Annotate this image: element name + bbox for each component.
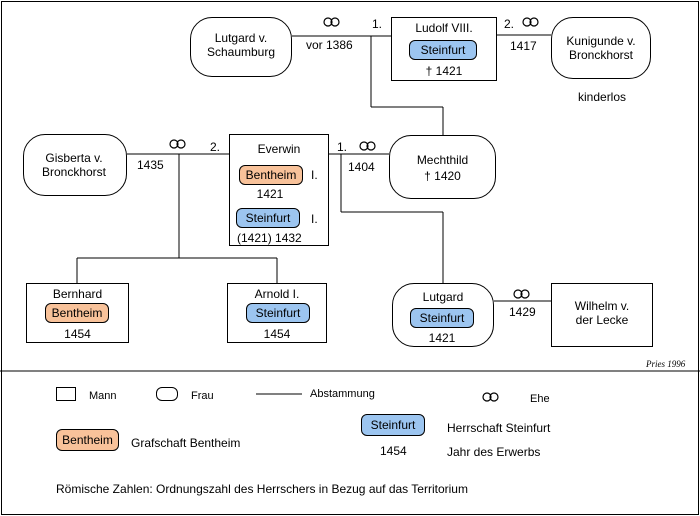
author-credit: Pries 1996 xyxy=(646,359,686,369)
marriage-year: 1404 xyxy=(348,160,375,174)
legend-mann-label: Mann xyxy=(89,390,117,402)
territory-badge-steinfurt: Steinfurt xyxy=(409,40,477,60)
acquisition-year: (1421) 1432 xyxy=(237,231,302,245)
marriage-number: 1. xyxy=(372,17,383,31)
legend-roman-note: Römische Zahlen: Ordnungszahl des Herrsc… xyxy=(56,482,468,496)
territory-badge-bentheim: Bentheim xyxy=(239,165,303,185)
legend-steinfurt-label: Herrschaft Steinfurt xyxy=(447,421,551,435)
person-name: Wilhelm v. der Lecke xyxy=(574,299,630,327)
person-ludolf: Ludolf VIII. Steinfurt † 1421 xyxy=(391,17,497,81)
person-name: Lutgard xyxy=(422,290,464,304)
legend-ehe-label: Ehe xyxy=(530,393,550,405)
person-wilhelm: Wilhelm v. der Lecke xyxy=(551,283,653,347)
person-bernhard: Bernhard Bentheim 1454 xyxy=(26,283,129,343)
legend-steinfurt-badge: Steinfurt xyxy=(361,414,425,436)
legend-male-box xyxy=(56,387,76,401)
marriage-number: 2. xyxy=(210,140,221,154)
acquisition-year: 1421 xyxy=(428,331,456,345)
marriage-year: 1417 xyxy=(510,39,537,53)
ring-icon xyxy=(522,17,532,27)
marriage-year: 1435 xyxy=(137,158,164,172)
person-everwin: Everwin Bentheim I. 1421 Steinfurt I. (1… xyxy=(229,134,329,246)
marriage-year: vor 1386 xyxy=(306,38,353,52)
person-name: Mechthild xyxy=(416,153,469,167)
death-year: † 1420 xyxy=(424,169,461,183)
ring-icon xyxy=(513,289,523,299)
person-name: Lutgard v. Schaumburg xyxy=(206,31,276,59)
person-kunigunde: Kunigunde v. Bronckhorst xyxy=(551,17,651,79)
legend-female-box xyxy=(156,387,178,401)
person-mechthild: Mechthild † 1420 xyxy=(389,135,496,199)
person-name: Bernhard xyxy=(52,287,103,301)
death-year: † 1421 xyxy=(425,64,463,78)
territory-badge-steinfurt: Steinfurt xyxy=(246,303,310,323)
territory-badge-bentheim: Bentheim xyxy=(45,303,109,323)
territory-badge-steinfurt: Steinfurt xyxy=(236,208,300,228)
legend-year-label: Jahr des Erwerbs xyxy=(447,445,541,459)
legend-frau-label: Frau xyxy=(191,390,214,402)
person-name: Everwin xyxy=(257,142,301,156)
person-arnold: Arnold I. Steinfurt 1454 xyxy=(227,283,327,343)
legend-bentheim-label: Grafschaft Bentheim xyxy=(131,436,241,450)
marriage-year: 1429 xyxy=(509,305,536,319)
acquisition-year: 1421 xyxy=(256,187,284,201)
ring-icon xyxy=(323,17,333,27)
territory-badge-steinfurt: Steinfurt xyxy=(410,308,474,328)
person-name: Gisberta v. Bronckhorst xyxy=(41,151,107,179)
person-name: Ludolf VIII. xyxy=(415,21,473,35)
ring-icon xyxy=(359,141,369,151)
marriage-rings xyxy=(169,17,539,402)
ring-icon xyxy=(169,139,179,149)
legend-ring-icon xyxy=(482,392,492,402)
legend-year-example: 1454 xyxy=(380,444,407,458)
person-gisberta: Gisberta v. Bronckhorst xyxy=(23,134,127,196)
marriage-number: 2. xyxy=(504,17,515,31)
person-lutgard: Lutgard Steinfurt 1421 xyxy=(392,283,494,347)
person-lutgard-schaumburg: Lutgard v. Schaumburg xyxy=(190,17,292,77)
note-kinderlos: kinderlos xyxy=(578,90,627,104)
legend-bentheim-badge: Bentheim xyxy=(56,429,119,451)
legend-abstammung-label: Abstammung xyxy=(310,388,375,400)
person-name: Arnold I. xyxy=(254,287,300,301)
acquisition-year: 1454 xyxy=(263,327,291,341)
person-name: Kunigunde v. Bronckhorst xyxy=(566,34,636,62)
marriage-number: 1. xyxy=(337,140,348,154)
ordinal-bentheim: I. xyxy=(311,168,318,182)
acquisition-year: 1454 xyxy=(64,327,91,341)
ordinal-steinfurt: I. xyxy=(311,212,318,226)
